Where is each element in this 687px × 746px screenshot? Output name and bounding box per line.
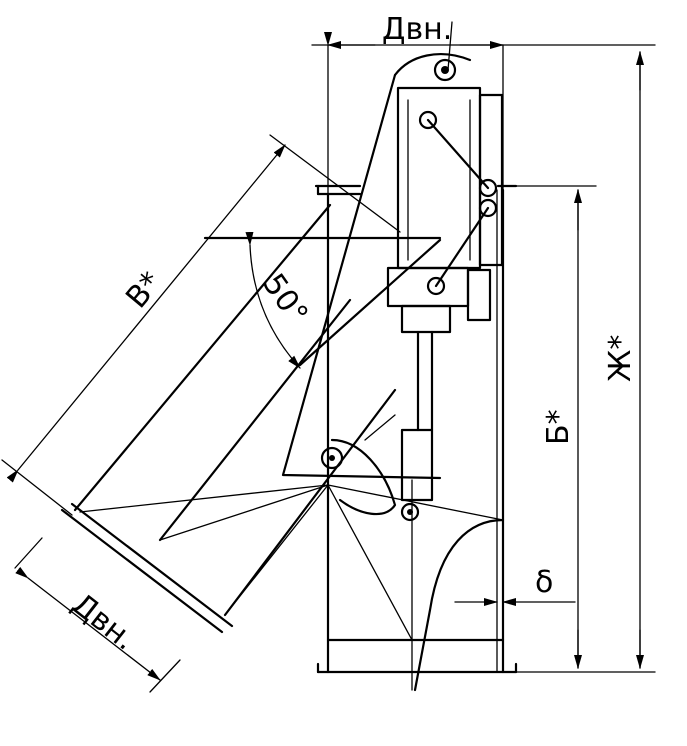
flap-housing — [79, 53, 504, 641]
actuator — [320, 58, 504, 522]
label-height-zh: Ж* — [603, 335, 638, 382]
dim-length-v — [1, 134, 401, 516]
dim-inner-diameter-top — [311, 32, 656, 196]
label-inner-diameter-branch: Двн. — [65, 587, 142, 658]
dim-inner-diameter-branch — [14, 537, 181, 693]
dim-angle — [245, 231, 301, 369]
label-wall-delta: δ — [535, 565, 553, 600]
label-inner-diameter-top: Двн. — [382, 12, 452, 47]
dim-height-b — [515, 185, 597, 669]
dim-height-zh — [502, 51, 656, 673]
label-length-v: В* — [119, 265, 169, 315]
main-pipe — [314, 184, 518, 692]
center-line-top — [447, 21, 453, 71]
label-angle: 50° — [255, 268, 314, 332]
label-height-b: Б* — [541, 409, 576, 445]
